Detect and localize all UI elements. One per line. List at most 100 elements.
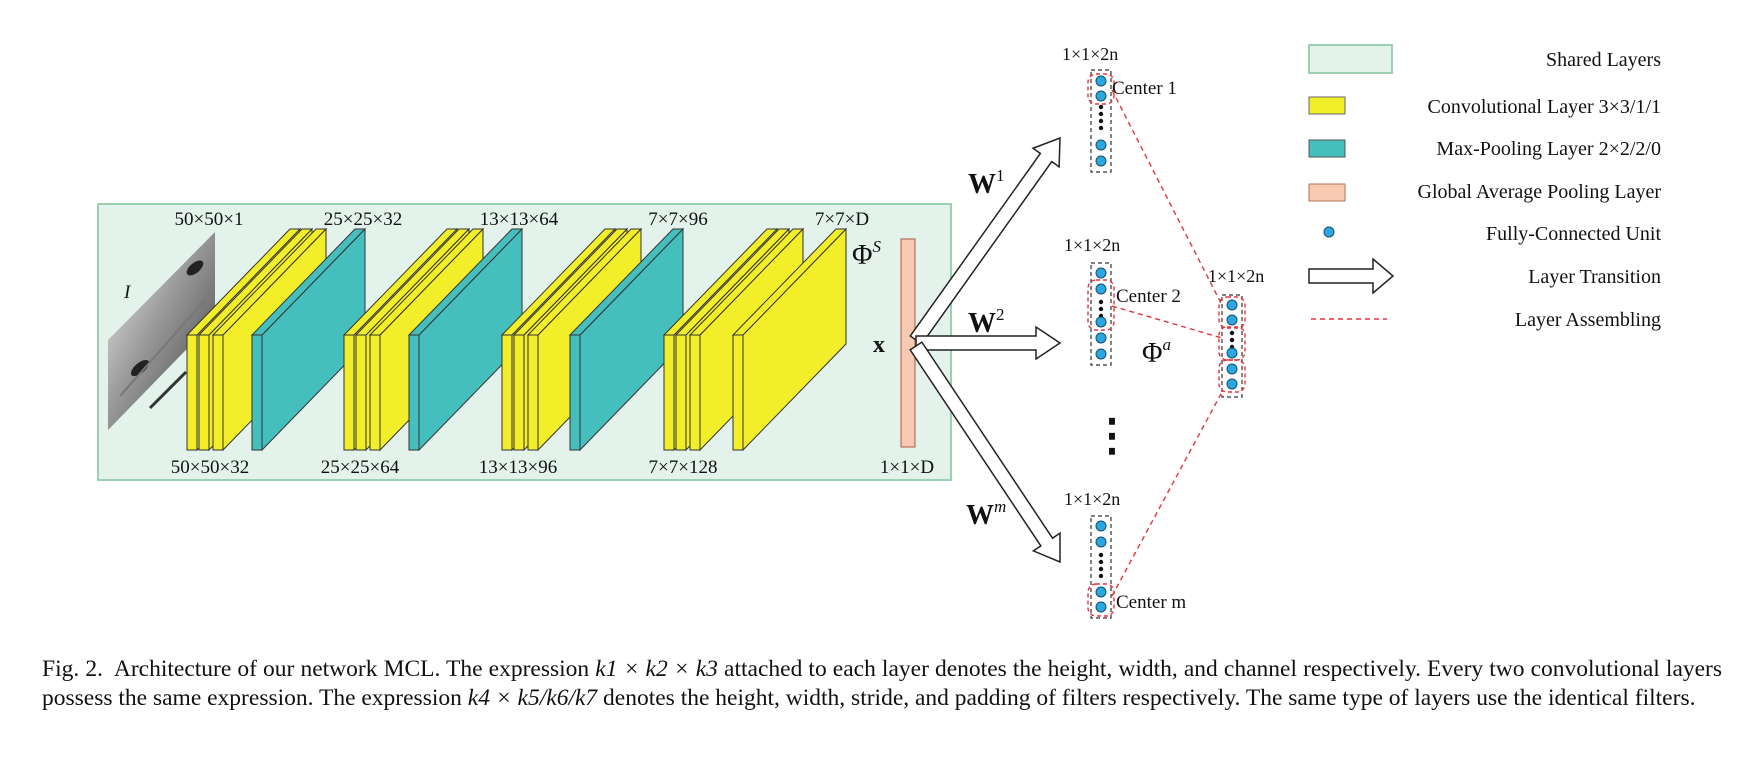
fc-unit-dot — [1323, 226, 1335, 238]
assemble-symbol: Φa — [1142, 335, 1171, 369]
dim-bottom-2: 25×25×64 — [321, 457, 400, 478]
fc-unit — [1095, 316, 1107, 328]
fc-unit — [1226, 299, 1238, 311]
fc-column-assembled — [1218, 294, 1246, 398]
dim-top-2: 25×25×32 — [324, 209, 402, 230]
fc-dot — [1098, 566, 1104, 572]
fc-column-2 — [1087, 262, 1115, 366]
center-label-m: Center m — [1116, 592, 1186, 613]
fc-dot — [1098, 306, 1104, 312]
fc-dot — [1098, 104, 1104, 110]
dim-top-5: 7×7×D — [815, 209, 869, 230]
fc-unit — [1095, 536, 1107, 548]
maxpool-layer-2 — [407, 227, 524, 452]
transition-arrow-m — [909, 341, 1061, 564]
gap-layer-swatch — [1308, 183, 1346, 202]
center-highlight — [1218, 326, 1246, 361]
figure-caption: Fig. 2. Architecture of our network MCL.… — [42, 655, 1722, 713]
fc-dot — [1098, 552, 1104, 558]
fc-dim-label-m: 1×1×2n — [1064, 489, 1120, 509]
fc-dim-label-2: 1×1×2n — [1064, 235, 1120, 255]
dim-top-3: 13×13×64 — [480, 209, 559, 230]
center-highlight — [1218, 359, 1246, 393]
dim-bottom-5: 1×1×D — [880, 457, 934, 478]
fc-dot — [1098, 125, 1104, 131]
maxpool-layer-swatch — [1308, 139, 1346, 158]
fc-unit — [1095, 267, 1107, 279]
fc-unit — [1095, 75, 1107, 87]
maxpool-layer-3 — [568, 227, 685, 452]
weight-label-1: W1 — [968, 166, 1005, 200]
legend-label-transition: Layer Transition — [1528, 266, 1661, 288]
fc-unit — [1095, 586, 1107, 598]
layer-stack — [185, 227, 848, 452]
caption-part-3: denotes the height, width, stride, and p… — [603, 685, 1696, 711]
transition-arrow-1 — [909, 136, 1061, 346]
legend-label-shared: Shared Layers — [1546, 49, 1661, 71]
weight-label-2: W2 — [968, 305, 1005, 339]
transition-arrow-2 — [915, 325, 1062, 361]
dim-top-4: 7×7×96 — [648, 209, 707, 230]
caption-part-1: Architecture of our network MCL. The exp… — [113, 656, 590, 682]
assembling-line-3 — [1111, 391, 1223, 597]
legend-label-gap: Global Average Pooling Layer — [1418, 181, 1662, 203]
legend-label-pool: Max-Pooling Layer 2×2/2/0 — [1436, 138, 1661, 160]
center-highlight — [1087, 73, 1115, 105]
conv-layer-4-4 — [731, 227, 848, 452]
fc-unit — [1095, 90, 1107, 102]
center-label-2: Center 2 — [1116, 286, 1181, 307]
input-face-image — [108, 232, 215, 430]
fc-unit — [1095, 520, 1107, 532]
fc-unit — [1095, 601, 1107, 613]
legend: Shared Layers Convolutional Layer 3×3/1/… — [1308, 44, 1662, 331]
dim-top-1: 50×50×1 — [175, 209, 244, 230]
shared-layers-swatch — [1308, 44, 1393, 74]
fc-unit — [1095, 155, 1107, 167]
maxpool-layer-1 — [250, 227, 367, 452]
transition-arrows — [909, 136, 1062, 564]
fc-unit — [1095, 283, 1107, 295]
fc-column-m — [1087, 515, 1115, 619]
fc-unit — [1226, 378, 1238, 390]
global-average-pooling-bar — [900, 238, 916, 448]
fc-dot — [1098, 111, 1104, 117]
fc-dim-label-assembled: 1×1×2n — [1208, 266, 1264, 286]
shared-layers-symbol: ΦS — [852, 237, 881, 271]
fc-dot — [1098, 573, 1104, 579]
fc-dot — [1229, 337, 1235, 343]
caption-fig-label: Fig. 2. — [42, 656, 103, 682]
vertical-ellipsis: ⋮ — [1090, 411, 1134, 460]
fc-dot — [1098, 118, 1104, 124]
legend-label-conv: Convolutional Layer 3×3/1/1 — [1428, 96, 1661, 118]
fc-dim-label-1: 1×1×2n — [1062, 44, 1118, 64]
input-symbol: I — [123, 282, 132, 303]
fully-connected-columns — [1087, 69, 1246, 619]
fc-unit — [1095, 139, 1107, 151]
caption-expression-2: k4 × k5/k6/k7 — [467, 685, 598, 711]
fc-unit — [1095, 348, 1107, 360]
fc-unit — [1226, 314, 1238, 326]
conv-layer-swatch — [1308, 96, 1346, 115]
dim-bottom-3: 13×13×96 — [479, 457, 557, 478]
dim-bottom-1: 50×50×32 — [171, 457, 249, 478]
fc-unit — [1226, 363, 1238, 375]
center-highlight — [1218, 296, 1246, 329]
fc-dot — [1098, 299, 1104, 305]
feature-symbol: x — [873, 332, 885, 358]
dim-bottom-4: 7×7×128 — [649, 457, 718, 478]
center-highlight — [1087, 583, 1115, 617]
hollow-arrow-icon — [1308, 257, 1395, 295]
fc-unit — [1226, 347, 1238, 359]
center-label-1: Center 1 — [1112, 78, 1177, 99]
assembling-line-2 — [1111, 305, 1223, 339]
assembling-line-1 — [1111, 89, 1223, 306]
fc-dot — [1098, 559, 1104, 565]
legend-label-assembling: Layer Assembling — [1515, 309, 1661, 331]
weight-label-m: Wm — [966, 497, 1006, 531]
center-highlight — [1087, 279, 1115, 331]
fc-unit — [1095, 332, 1107, 344]
caption-part-2: attached to each layer denotes the heigh… — [42, 656, 1723, 711]
caption-expression-1: k1 × k2 × k3 — [595, 656, 718, 682]
fc-dot — [1229, 330, 1235, 336]
